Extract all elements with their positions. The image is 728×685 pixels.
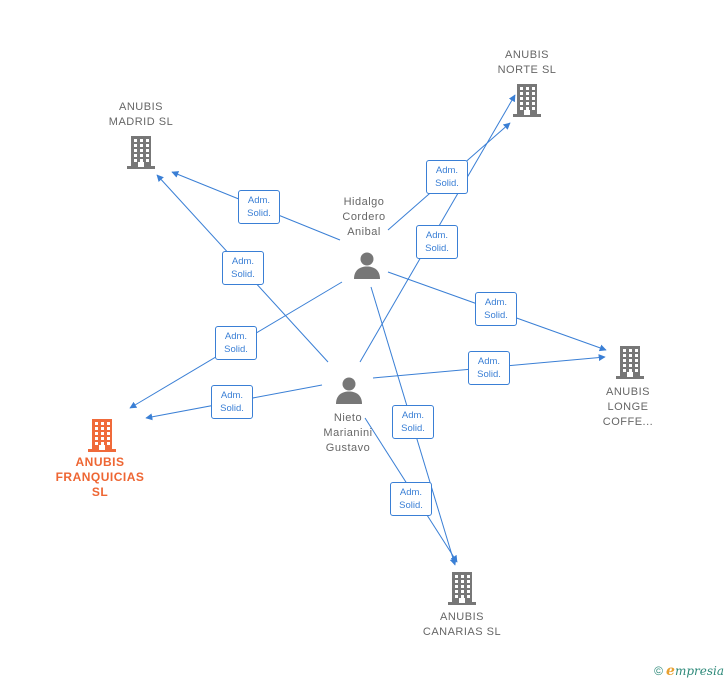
footer-credit: © empresia xyxy=(654,663,724,679)
node-label-longe[interactable]: ANUBIS LONGE COFFE... xyxy=(602,386,654,428)
role-badge-nieto-madrid[interactable]: Adm. Solid. xyxy=(222,251,264,285)
person-icon-hidalgo[interactable] xyxy=(352,250,382,285)
node-label-hidalgo[interactable]: Hidalgo Cordero Anibal xyxy=(342,196,386,238)
role-badge-nieto-longe[interactable]: Adm. Solid. xyxy=(468,351,510,385)
node-label-norte[interactable]: ANUBIS NORTE SL xyxy=(497,49,557,76)
building-icon-norte[interactable] xyxy=(512,82,542,123)
brand-logo[interactable]: empresia xyxy=(666,663,724,679)
building-icon-franquicias[interactable] xyxy=(87,417,117,458)
building-icon-canarias[interactable] xyxy=(447,570,477,611)
building-icon-longe[interactable] xyxy=(615,344,645,385)
person-icon-nieto[interactable] xyxy=(334,375,364,410)
node-label-nieto[interactable]: Nieto Marianini Gustavo xyxy=(323,412,373,454)
role-badge-hidalgo-norte[interactable]: Adm. Solid. xyxy=(426,160,468,194)
node-label-franquicias[interactable]: ANUBIS FRANQUICIAS SL xyxy=(55,455,145,499)
node-label-madrid[interactable]: ANUBIS MADRID SL xyxy=(108,101,174,128)
node-label-canarias[interactable]: ANUBIS CANARIAS SL xyxy=(422,611,502,638)
copyright-icon: © xyxy=(654,664,664,678)
role-badge-nieto-canarias[interactable]: Adm. Solid. xyxy=(390,482,432,516)
role-badge-hidalgo-madrid[interactable]: Adm. Solid. xyxy=(238,190,280,224)
role-badge-hidalgo-canarias[interactable]: Adm. Solid. xyxy=(392,405,434,439)
building-icon-madrid[interactable] xyxy=(126,134,156,175)
role-badge-hidalgo-franquicias[interactable]: Adm. Solid. xyxy=(215,326,257,360)
role-badge-hidalgo-longe[interactable]: Adm. Solid. xyxy=(475,292,517,326)
role-badge-nieto-norte[interactable]: Adm. Solid. xyxy=(416,225,458,259)
role-badge-nieto-franquicias[interactable]: Adm. Solid. xyxy=(211,385,253,419)
